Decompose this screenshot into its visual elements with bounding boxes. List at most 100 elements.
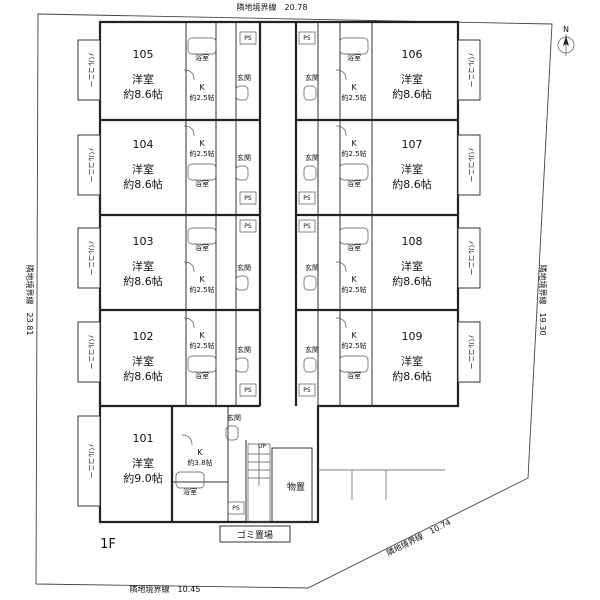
balcony-109 [457, 321, 481, 383]
balcony-106 [457, 39, 481, 101]
room-type-label: 洋室 [132, 162, 154, 176]
kitchen-size-label: 約2.5帖 [341, 149, 366, 158]
kitchen-size-label: 約3.8帖 [187, 458, 212, 467]
balcony-label: バルコニー [467, 53, 475, 88]
fixture-group [183, 31, 257, 101]
entrance-label: 玄関 [237, 345, 251, 354]
balcony-right-column [457, 39, 481, 383]
door-swing-icon [183, 69, 195, 81]
ps-box [239, 31, 257, 45]
room-size-label: 約8.6帖 [392, 274, 432, 288]
kitchen-label: K [351, 139, 357, 148]
boundary-west-label: 隣地境界線 23.81 [25, 265, 35, 336]
ps-label: PS [303, 35, 311, 42]
unit-labels: 105洋室約8.6帖K約2.5帖浴室玄関PS104洋室約8.6帖K約2.5帖浴室… [123, 35, 432, 512]
kitchen-label: K [199, 275, 205, 284]
entrance-label: 玄関 [237, 263, 251, 272]
toilet-icon [303, 85, 317, 101]
balcony-label: バルコニー [87, 53, 95, 88]
unit-number: 103 [133, 235, 154, 248]
room-size-label: 約9.0帖 [123, 471, 163, 485]
entrance-label: 玄関 [305, 153, 319, 162]
floor-label: 1F [100, 537, 116, 552]
ps-label: PS [244, 223, 252, 230]
room-type-label: 洋室 [132, 354, 154, 368]
room-type-label: 洋室 [401, 72, 423, 86]
room-size-label: 約8.6帖 [123, 177, 163, 191]
boundary-southeast-label: 隣地境界線 10.74 [385, 517, 453, 558]
balcony-101 [77, 415, 101, 507]
kitchen-size-label: 約2.5帖 [189, 149, 214, 158]
kitchen-size-label: 約2.5帖 [341, 341, 366, 350]
garbage-area [219, 525, 291, 543]
door-swing-icon [335, 69, 347, 81]
entrance-label: 玄関 [237, 73, 251, 82]
staircase [247, 443, 271, 523]
door-swing-icon [335, 317, 347, 329]
kitchen-size-label: 約2.5帖 [189, 285, 214, 294]
bath-label: 浴室 [195, 53, 209, 62]
kitchen-label: K [199, 331, 205, 340]
interior-walls [100, 22, 458, 523]
balcony-label: バルコニー [87, 241, 95, 276]
fixture-group [298, 31, 369, 101]
toilet-icon [303, 357, 317, 373]
room-type-label: 洋室 [132, 72, 154, 86]
balcony-label: バルコニー [87, 444, 95, 479]
boundary-east-label: 隣地境界線 19.30 [538, 265, 548, 336]
fixture-group [298, 219, 369, 291]
room-size-label: 約8.6帖 [123, 274, 163, 288]
toilet-icon [303, 275, 317, 291]
bath-label: 浴室 [347, 371, 361, 380]
bathtub-icon [339, 355, 369, 373]
room-size-label: 約8.6帖 [123, 87, 163, 101]
room-size-label: 約8.6帖 [123, 369, 163, 383]
door-swing-icon [183, 317, 195, 329]
toilet-icon [225, 425, 239, 441]
balcony-105 [77, 39, 101, 101]
kitchen-size-label: 約2.5帖 [189, 93, 214, 102]
fixtures [175, 31, 369, 515]
fixture-group [175, 425, 245, 515]
bathtub-icon [187, 355, 217, 373]
boundary-north-label: 隣地境界線 20.78 [237, 2, 308, 12]
fixture-group [183, 317, 257, 397]
door-swing-icon [335, 125, 347, 137]
parking-lines [318, 469, 445, 500]
kitchen-label: K [199, 139, 205, 148]
room-size-label: 約8.6帖 [392, 177, 432, 191]
ps-box [239, 219, 257, 233]
bathtub-icon [339, 37, 369, 55]
kitchen-label: K [351, 275, 357, 284]
stair-up-label: UP [258, 443, 266, 450]
ps-label: PS [303, 195, 311, 202]
ps-box [298, 383, 316, 397]
unit-number: 108 [402, 235, 423, 248]
ps-label: PS [303, 387, 311, 394]
unit-number: 109 [402, 330, 423, 343]
balcony-left-column [77, 39, 101, 507]
ps-box [239, 383, 257, 397]
balcony-label: バルコニー [467, 335, 475, 370]
room-size-label: 約8.6帖 [392, 87, 432, 101]
garbage-area-label: ゴミ置場 [237, 529, 273, 541]
ps-label: PS [303, 223, 311, 230]
kitchen-size-label: 約2.5帖 [341, 285, 366, 294]
ps-box [298, 31, 316, 45]
boundary-south-label: 隣地境界線 10.45 [130, 584, 201, 594]
ps-label: PS [244, 387, 252, 394]
balcony-labels: バルコニーバルコニーバルコニーバルコニーバルコニーバルコニーバルコニーバルコニー… [87, 53, 475, 479]
room-type-label: 洋室 [401, 259, 423, 273]
unit-number: 106 [402, 48, 423, 61]
kitchen-label: K [351, 83, 357, 92]
unit-number: 107 [402, 138, 423, 151]
